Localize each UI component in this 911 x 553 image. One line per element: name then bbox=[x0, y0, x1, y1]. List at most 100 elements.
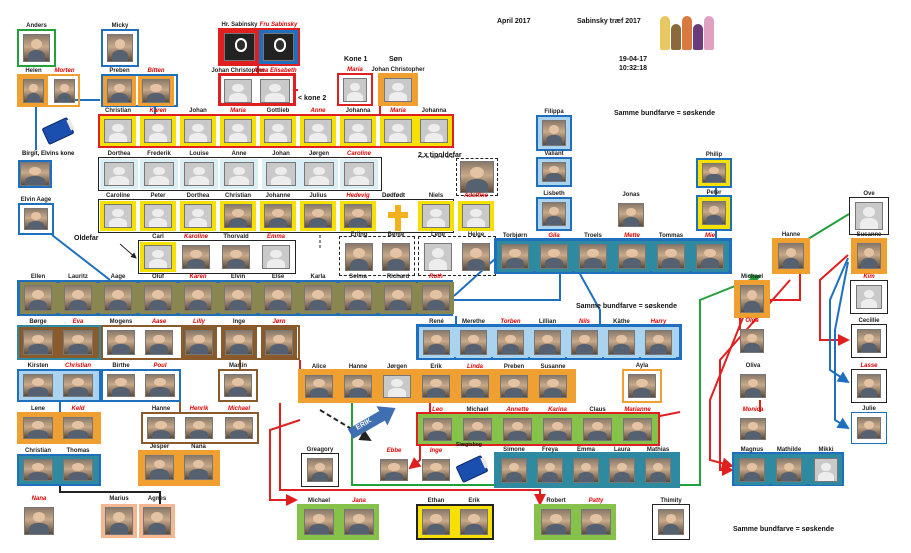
person-photo[interactable] bbox=[20, 162, 50, 186]
person-photo[interactable] bbox=[462, 243, 490, 271]
person-photo[interactable] bbox=[304, 162, 334, 186]
person-photo[interactable] bbox=[696, 244, 724, 269]
person-photo[interactable] bbox=[422, 509, 450, 535]
person-photo[interactable] bbox=[658, 509, 684, 535]
person-photo[interactable] bbox=[307, 458, 333, 482]
person-photo[interactable] bbox=[185, 330, 213, 355]
person-photo[interactable] bbox=[105, 507, 133, 535]
person-photo[interactable] bbox=[264, 119, 292, 143]
person-photo[interactable] bbox=[857, 374, 881, 398]
person-photo[interactable] bbox=[24, 507, 54, 535]
person-photo[interactable] bbox=[581, 509, 611, 535]
person-photo[interactable] bbox=[534, 330, 561, 355]
person-photo[interactable] bbox=[224, 162, 254, 186]
person-photo[interactable] bbox=[384, 285, 412, 311]
person-photo[interactable] bbox=[64, 285, 92, 311]
person-photo[interactable] bbox=[382, 243, 410, 271]
person-photo[interactable] bbox=[383, 375, 411, 398]
person-photo[interactable] bbox=[463, 418, 492, 441]
person-photo[interactable] bbox=[740, 329, 764, 353]
person-photo[interactable] bbox=[23, 79, 44, 103]
person-photo[interactable] bbox=[618, 244, 646, 269]
person-photo[interactable] bbox=[579, 244, 607, 269]
person-photo[interactable] bbox=[540, 244, 568, 269]
person-photo[interactable] bbox=[814, 458, 838, 482]
person-photo[interactable] bbox=[107, 374, 135, 397]
person-photo[interactable] bbox=[54, 79, 75, 103]
person-photo[interactable] bbox=[537, 458, 563, 483]
person-photo[interactable] bbox=[104, 285, 132, 311]
person-photo[interactable] bbox=[63, 459, 93, 481]
person-photo[interactable] bbox=[657, 244, 685, 269]
person-photo[interactable] bbox=[222, 245, 250, 269]
person-photo[interactable] bbox=[144, 285, 172, 311]
person-photo[interactable] bbox=[144, 162, 174, 186]
person-photo[interactable] bbox=[23, 34, 50, 62]
person-photo[interactable] bbox=[740, 374, 766, 398]
person-photo[interactable] bbox=[304, 204, 332, 228]
person-photo[interactable] bbox=[145, 374, 175, 397]
person-photo[interactable] bbox=[776, 458, 802, 482]
person-photo[interactable] bbox=[608, 330, 635, 355]
person-photo[interactable] bbox=[541, 509, 571, 535]
person-photo[interactable] bbox=[573, 458, 599, 483]
person-photo[interactable] bbox=[104, 204, 132, 228]
person-photo[interactable] bbox=[857, 243, 881, 269]
person-photo[interactable] bbox=[264, 204, 292, 228]
person-photo[interactable] bbox=[778, 243, 804, 269]
person-photo[interactable] bbox=[423, 330, 450, 355]
person-photo[interactable] bbox=[104, 162, 134, 186]
person-photo[interactable] bbox=[344, 204, 372, 228]
person-photo[interactable] bbox=[503, 418, 532, 441]
person-photo[interactable] bbox=[857, 329, 881, 353]
person-photo[interactable] bbox=[263, 33, 294, 61]
person-photo[interactable] bbox=[262, 245, 290, 269]
person-photo[interactable] bbox=[343, 78, 367, 102]
person-photo[interactable] bbox=[460, 161, 494, 193]
person-photo[interactable] bbox=[424, 243, 452, 271]
person-photo[interactable] bbox=[542, 120, 566, 146]
person-photo[interactable] bbox=[184, 162, 214, 186]
person-photo[interactable] bbox=[344, 375, 372, 398]
person-photo[interactable] bbox=[63, 330, 93, 355]
person-photo[interactable] bbox=[461, 375, 489, 398]
person-photo[interactable] bbox=[266, 162, 296, 186]
person-photo[interactable] bbox=[422, 375, 450, 398]
person-photo[interactable] bbox=[628, 374, 656, 398]
person-photo[interactable] bbox=[225, 330, 253, 355]
person-photo[interactable] bbox=[107, 34, 133, 62]
person-photo[interactable] bbox=[702, 201, 726, 225]
person-photo[interactable] bbox=[344, 119, 372, 143]
person-photo[interactable] bbox=[380, 459, 408, 481]
person-photo[interactable] bbox=[260, 79, 290, 103]
person-photo[interactable] bbox=[422, 459, 450, 481]
person-photo[interactable] bbox=[609, 458, 635, 483]
person-photo[interactable] bbox=[855, 202, 883, 230]
person-photo[interactable] bbox=[571, 330, 598, 355]
person-photo[interactable] bbox=[501, 244, 529, 269]
person-photo[interactable] bbox=[702, 163, 726, 183]
person-photo[interactable] bbox=[305, 375, 333, 398]
person-photo[interactable] bbox=[304, 509, 334, 535]
person-photo[interactable] bbox=[304, 285, 332, 311]
person-photo[interactable] bbox=[542, 162, 566, 182]
person-photo[interactable] bbox=[23, 417, 53, 439]
person-photo[interactable] bbox=[420, 119, 448, 143]
person-photo[interactable] bbox=[144, 245, 172, 269]
person-photo[interactable] bbox=[543, 418, 572, 441]
person-photo[interactable] bbox=[645, 330, 672, 355]
person-photo[interactable] bbox=[23, 459, 53, 481]
person-photo[interactable] bbox=[104, 119, 132, 143]
person-photo[interactable] bbox=[501, 458, 527, 483]
person-photo[interactable] bbox=[344, 509, 374, 535]
person-photo[interactable] bbox=[23, 330, 53, 355]
person-photo[interactable] bbox=[304, 119, 332, 143]
person-photo[interactable] bbox=[460, 509, 488, 535]
person-photo[interactable] bbox=[422, 285, 450, 311]
person-photo[interactable] bbox=[857, 417, 881, 439]
person-photo[interactable] bbox=[423, 418, 452, 441]
person-photo[interactable] bbox=[856, 285, 882, 309]
person-photo[interactable] bbox=[107, 330, 135, 355]
person-photo[interactable] bbox=[184, 285, 212, 311]
person-photo[interactable] bbox=[107, 79, 132, 103]
